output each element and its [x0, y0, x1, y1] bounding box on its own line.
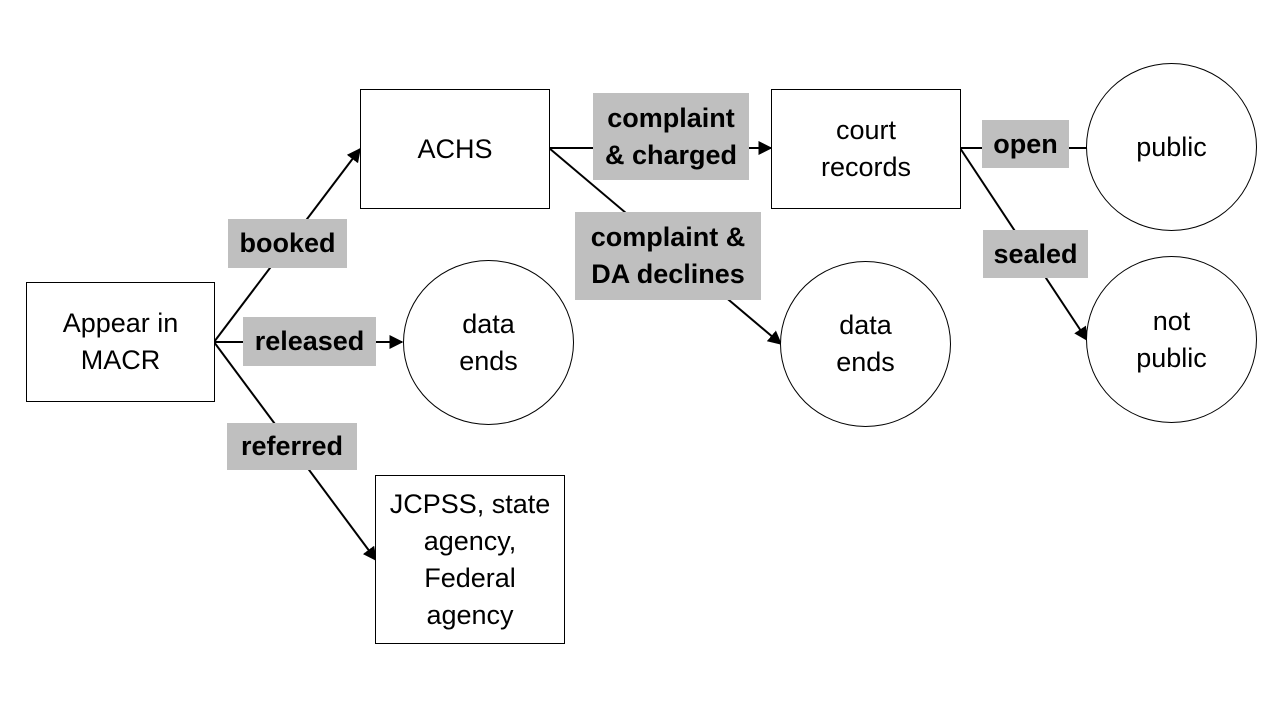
public-node: public [1086, 63, 1257, 231]
public-node-label: public [1136, 131, 1207, 162]
data-ends-declined-label: data ends [836, 310, 895, 377]
macr-node: Appear in MACR [26, 282, 215, 402]
edge-label-open-text: open [993, 128, 1058, 159]
achs-node-label: ACHS [417, 133, 493, 164]
edge-label-sealed: sealed [983, 230, 1088, 278]
court-records-node: court records [771, 89, 961, 209]
data-ends-released-node: data ends [403, 260, 574, 425]
macr-node-label: Appear in MACR [62, 308, 179, 375]
edge-label-complaint-charged-text: complaint & charged [604, 102, 738, 170]
court-records-node-label: court records [820, 115, 912, 182]
agencies-node: JCPSS, state agency, Federal agency [375, 475, 565, 644]
edge-label-booked: booked [228, 219, 347, 268]
not-public-node-label: not public [1136, 305, 1207, 373]
edge-label-released-text: released [254, 326, 365, 356]
edge-label-open: open [982, 120, 1069, 168]
data-ends-released-label: data ends [459, 308, 518, 376]
edge-label-released: released [243, 317, 376, 366]
not-public-node: not public [1086, 256, 1257, 423]
edge-label-referred-text: referred [240, 431, 344, 461]
edge-label-referred: referred [227, 423, 357, 470]
achs-node: ACHS [360, 89, 550, 209]
edge-label-complaint-declines: complaint & DA declines [575, 212, 761, 300]
agencies-node-label: JCPSS, state agency, Federal agency [389, 488, 551, 630]
edge-label-complaint-charged: complaint & charged [593, 93, 749, 180]
edge-label-sealed-text: sealed [993, 238, 1078, 269]
edge-label-complaint-declines-text: complaint & DA declines [590, 222, 746, 289]
data-ends-declined-node: data ends [780, 261, 951, 427]
edge-label-booked-text: booked [239, 228, 336, 258]
